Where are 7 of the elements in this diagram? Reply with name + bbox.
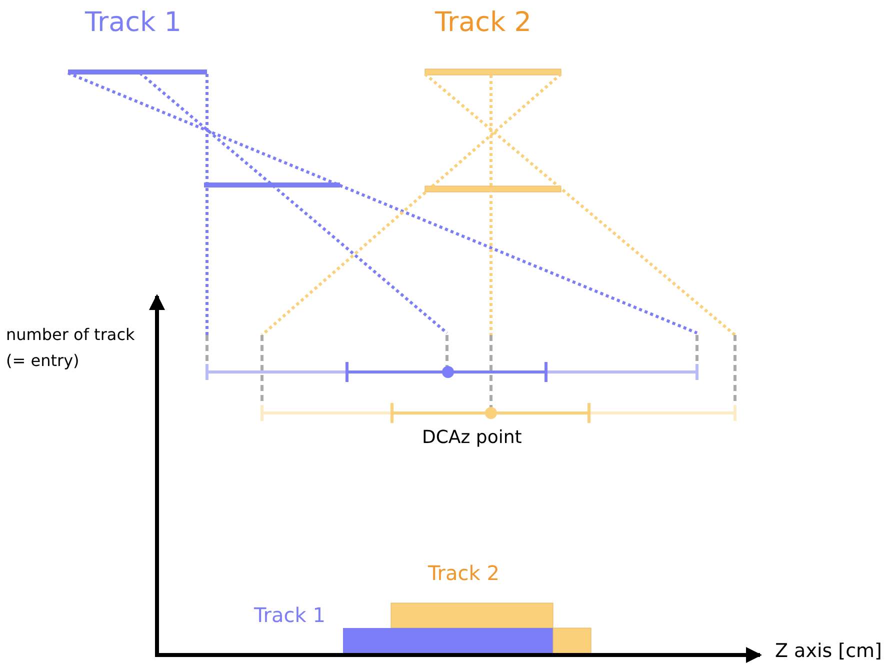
axis-title: Z axis [cm]: [775, 640, 882, 664]
bar-label: Track 1: [254, 603, 326, 628]
point-label: DCAz point: [422, 427, 522, 450]
track-title: Track 2: [435, 6, 532, 40]
track-title: Track 1: [85, 6, 182, 40]
axis-title: number of track (= entry): [6, 324, 136, 372]
bar-label: Track 2: [428, 561, 500, 586]
